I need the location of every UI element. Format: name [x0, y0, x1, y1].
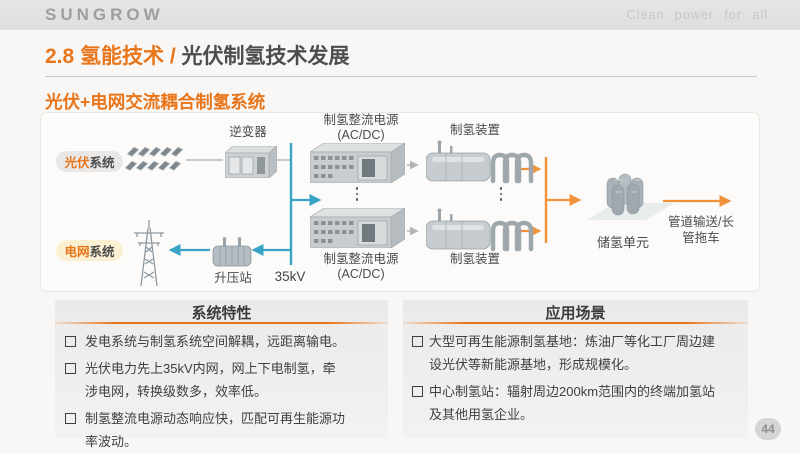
rectifier-top-label: 制氢整流电源(AC/DC) — [313, 113, 409, 143]
title-divider — [45, 76, 757, 77]
square-bullet-icon — [65, 363, 76, 374]
page-title: 2.8 氢能技术 / 光伏制氢技术发展 — [45, 40, 350, 70]
storage-unit-label: 储氢单元 — [596, 235, 649, 250]
feature-text: 制氢整流电源动态响应快，匹配可再生能源功率波动。 — [85, 411, 346, 449]
scenario-text: 中心制氢站：辐射周边200km范围内的终端加氢站及其他用氢企业。 — [429, 384, 716, 422]
page-title-accent: 2.8 氢能技术 / — [45, 45, 182, 68]
booster-station-icon — [212, 237, 252, 267]
system-features-list: 发电系统与制氢系统空间解耦，远距离输电。 光伏电力先上35kV内网，网上下电制氢… — [55, 330, 388, 453]
list-item: 发电系统与制氢系统空间解耦，远距离输电。 — [65, 330, 347, 353]
voltage-label: 35kV — [274, 269, 306, 284]
header-bar: SUNGROW Clean power for all — [0, 0, 800, 30]
transport-label-l1: 管道输送/长 — [668, 215, 734, 229]
system-features-title: 系统特性 — [191, 305, 252, 322]
grid-badge-rest: 系统 — [89, 245, 115, 259]
inverter-icon — [225, 146, 277, 178]
list-item: 中心制氢站：辐射周边200km范围内的终端加氢站及其他用氢企业。 — [412, 380, 720, 426]
hydrogen-storage-icon — [587, 173, 674, 220]
ellipsis-dots-rectifier — [350, 187, 364, 201]
system-features-panel: 系统特性 发电系统与制氢系统空间解耦，远距离输电。 光伏电力先上35kV内网，网… — [55, 300, 388, 449]
solar-array-icon — [125, 146, 184, 171]
rectifier-top-label-l1: 制氢整流电源 — [323, 113, 399, 127]
electrolyzer-top-label: 制氢装置 — [449, 123, 500, 137]
system-features-divider — [55, 322, 388, 324]
rectifier-icon-bottom — [310, 208, 405, 248]
grid-badge-highlight: 电网 — [64, 245, 90, 259]
rectifier-bottom-label: 制氢整流电源(AC/DC) — [313, 252, 409, 282]
application-scenarios-panel: 应用场景 大型可再生能源制氢基地：炼油厂等化工厂周边建设光伏等新能源基地，形成规… — [403, 300, 748, 438]
rectifier-icon-top — [310, 143, 405, 183]
application-scenarios-divider — [403, 322, 748, 324]
transport-label: 管道输送/长管拖车 — [653, 214, 749, 246]
feature-text: 光伏电力先上35kV内网，网上下电制氢，牵涉电网，转换级数多，效率低。 — [85, 361, 336, 399]
pv-system-badge: 光伏系统 — [56, 151, 123, 172]
electrolyzer-bottom-label: 制氢装置 — [449, 252, 500, 266]
section-title: 光伏+电网交流耦合制氢系统 — [45, 92, 266, 112]
diagram-connections — [168, 143, 732, 265]
page-title-main: 光伏制氢技术发展 — [181, 45, 350, 68]
rectifier-bottom-label-l2: (AC/DC) — [337, 267, 385, 281]
pv-badge-highlight: 光伏 — [64, 156, 90, 170]
booster-station-label: 升压站 — [214, 271, 252, 285]
sungrow-logo: SUNGROW — [45, 5, 164, 24]
square-bullet-icon — [65, 336, 76, 347]
pv-badge-rest: 系统 — [89, 156, 115, 170]
square-bullet-icon — [412, 336, 423, 347]
rectifier-bottom-label-l1: 制氢整流电源 — [323, 252, 399, 266]
square-bullet-icon — [65, 413, 76, 424]
header-tagline: Clean power for all — [626, 8, 768, 22]
transport-label-l2: 管拖车 — [682, 231, 720, 245]
system-diagram: 光伏系统 逆变器 电网系统 升压站 35kV 制氢整流电源(AC — [40, 112, 760, 292]
transmission-tower-icon — [134, 220, 164, 286]
rectifier-top-label-l2: (AC/DC) — [337, 128, 385, 142]
list-item: 光伏电力先上35kV内网，网上下电制氢，牵涉电网，转换级数多，效率低。 — [65, 357, 347, 403]
electrolyzer-icon-top — [426, 140, 534, 184]
scenario-text: 大型可再生能源制氢基地：炼油厂等化工厂周边建设光伏等新能源基地，形成规模化。 — [429, 334, 716, 372]
feature-text: 发电系统与制氢系统空间解耦，远距离输电。 — [85, 334, 346, 349]
application-scenarios-title: 应用场景 — [545, 305, 606, 322]
list-item: 制氢整流电源动态响应快，匹配可再生能源功率波动。 — [65, 407, 347, 453]
inverter-label: 逆变器 — [229, 125, 267, 139]
application-scenarios-list: 大型可再生能源制氢基地：炼油厂等化工厂周边建设光伏等新能源基地，形成规模化。 中… — [403, 330, 748, 426]
list-item: 大型可再生能源制氢基地：炼油厂等化工厂周边建设光伏等新能源基地，形成规模化。 — [412, 330, 720, 376]
grid-system-badge: 电网系统 — [56, 240, 123, 261]
page-number-badge: 44 — [755, 418, 781, 440]
ellipsis-dots-electrolyzer — [494, 187, 508, 201]
square-bullet-icon — [412, 386, 423, 397]
electrolyzer-icon-bottom — [426, 208, 534, 252]
